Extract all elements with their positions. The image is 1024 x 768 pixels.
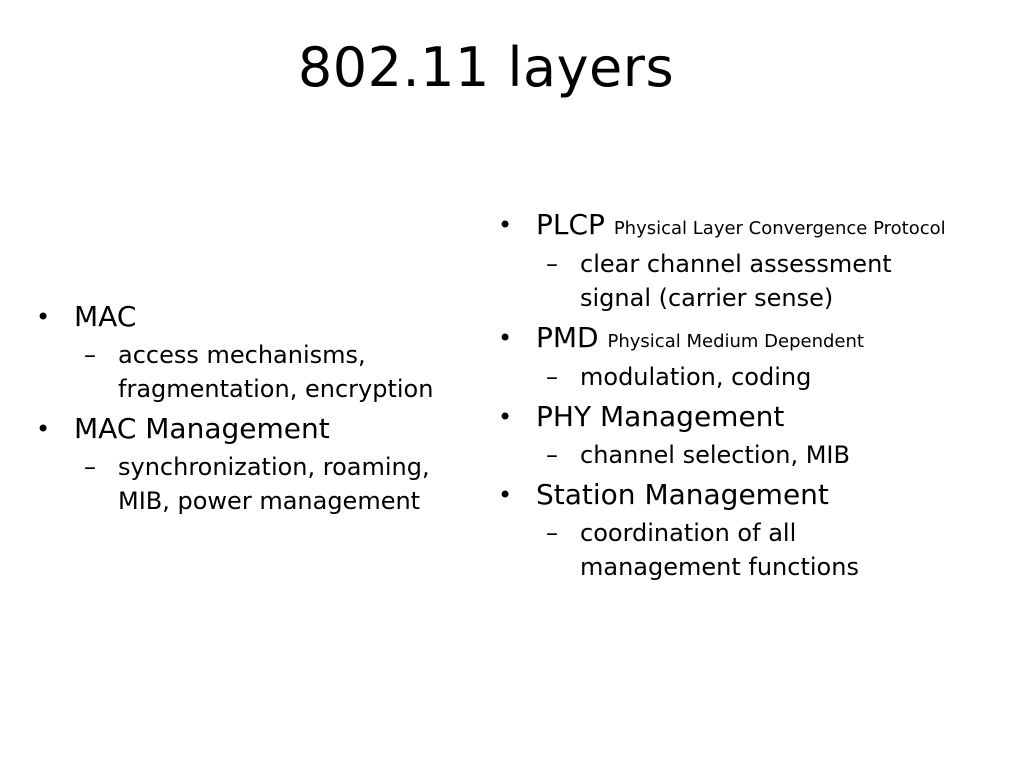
left-column: • MAC – access mechanisms, fragmentation… <box>32 300 472 524</box>
bullet-item-station-management: • Station Management – coordination of a… <box>494 478 964 584</box>
sub-item: – channel selection, MIB <box>536 438 964 472</box>
bullet-label: PLCP <box>536 208 605 241</box>
sub-item-text: clear channel assessment signal (carrier… <box>580 250 892 312</box>
bullet-label: Station Management <box>536 478 829 511</box>
sub-list: – modulation, coding <box>536 360 964 394</box>
sub-list: – coordination of all management functio… <box>536 516 964 584</box>
bullet-item-phy-management: • PHY Management – channel selection, MI… <box>494 400 964 472</box>
dash-icon: – <box>546 363 558 391</box>
dash-icon: – <box>546 519 558 547</box>
sub-item-text: modulation, coding <box>580 363 812 391</box>
bullet-item-mac: • MAC – access mechanisms, fragmentation… <box>32 300 472 406</box>
sub-item-text: synchronization, roaming, MIB, power man… <box>118 453 430 515</box>
bullet-label: PMD <box>536 321 599 354</box>
left-bullet-list: • MAC – access mechanisms, fragmentation… <box>32 300 472 518</box>
dash-icon: – <box>546 250 558 278</box>
dash-icon: – <box>546 441 558 469</box>
sub-list: – access mechanisms, fragmentation, encr… <box>74 338 472 406</box>
bullet-icon: • <box>498 481 513 509</box>
sub-item-text: coordination of all management functions <box>580 519 859 581</box>
dash-icon: – <box>84 453 96 481</box>
bullet-label: MAC <box>74 300 137 333</box>
right-bullet-list: • PLCP Physical Layer Convergence Protoc… <box>494 208 964 584</box>
sub-item-text: channel selection, MIB <box>580 441 850 469</box>
bullet-item-pmd: • PMD Physical Medium Dependent – modula… <box>494 321 964 394</box>
bullet-label: MAC Management <box>74 412 330 445</box>
bullet-icon: • <box>498 403 513 431</box>
bullet-icon: • <box>36 415 51 443</box>
bullet-icon: • <box>36 303 51 331</box>
bullet-detail: Physical Medium Dependent <box>607 331 864 352</box>
sub-list: – channel selection, MIB <box>536 438 964 472</box>
sub-item: – synchronization, roaming, MIB, power m… <box>74 450 472 518</box>
right-column: • PLCP Physical Layer Convergence Protoc… <box>494 208 964 590</box>
sub-list: – clear channel assessment signal (carri… <box>536 247 964 315</box>
sub-item-text: access mechanisms, fragmentation, encryp… <box>118 341 434 403</box>
sub-item: – clear channel assessment signal (carri… <box>536 247 964 315</box>
dash-icon: – <box>84 341 96 369</box>
bullet-detail: Physical Layer Convergence Protocol <box>613 218 946 239</box>
bullet-item-plcp: • PLCP Physical Layer Convergence Protoc… <box>494 208 964 315</box>
bullet-item-mac-management: • MAC Management – synchronization, roam… <box>32 412 472 518</box>
sub-list: – synchronization, roaming, MIB, power m… <box>74 450 472 518</box>
sub-item: – access mechanisms, fragmentation, encr… <box>74 338 472 406</box>
sub-item: – modulation, coding <box>536 360 964 394</box>
bullet-icon: • <box>498 324 513 352</box>
slide-title: 802.11 layers <box>297 36 675 99</box>
sub-item: – coordination of all management functio… <box>536 516 964 584</box>
bullet-label: PHY Management <box>536 400 785 433</box>
bullet-icon: • <box>498 211 513 239</box>
